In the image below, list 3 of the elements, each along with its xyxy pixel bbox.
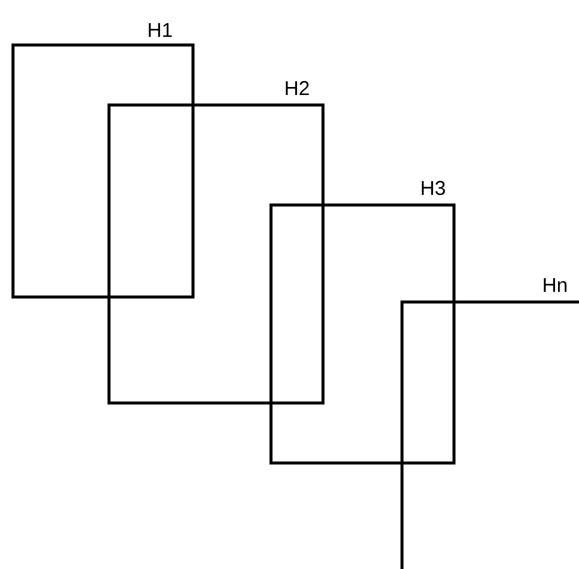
node-label: H2	[286, 81, 309, 95]
node-label: H3	[422, 180, 445, 196]
node-label: H1	[148, 23, 172, 37]
